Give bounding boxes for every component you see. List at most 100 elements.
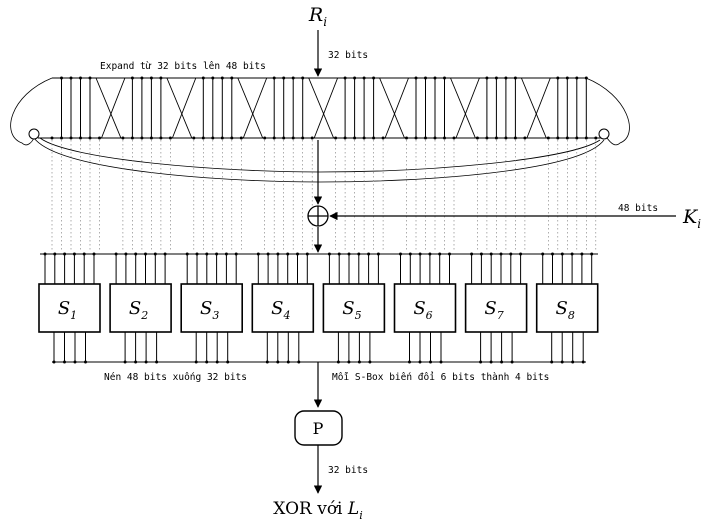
expansion-right-loop	[585, 77, 630, 146]
sbox-rect	[38, 283, 101, 333]
bit-dot	[337, 252, 341, 256]
bit-dot	[485, 76, 489, 80]
input-label: Ri	[308, 4, 327, 29]
bit-dot	[433, 136, 437, 140]
bit-dot	[556, 76, 560, 80]
bit-dot	[414, 136, 418, 140]
bit-dot	[205, 252, 209, 256]
bit-dot	[560, 252, 564, 256]
bit-dot	[286, 252, 290, 256]
bit-dot	[282, 76, 286, 80]
expansion-cross-wire	[171, 77, 197, 139]
bit-dot	[291, 136, 295, 140]
bit-dot	[130, 136, 134, 140]
expansion-cross-wire	[242, 77, 268, 139]
bit-dot	[63, 252, 67, 256]
sbox-4: S4	[251, 252, 315, 364]
wraparound-right-terminal	[598, 128, 610, 140]
sbox-1: S1	[38, 252, 101, 364]
bit-dot	[43, 252, 47, 256]
sbox-label: S8	[556, 298, 575, 322]
bit-dot	[130, 76, 134, 80]
bit-dot	[362, 76, 366, 80]
bit-dot	[60, 76, 63, 80]
bit-dot	[343, 136, 347, 140]
sbox-rect	[464, 283, 528, 333]
expansion-cross-wire	[237, 77, 264, 139]
bit-dot	[513, 136, 517, 140]
bit-dot	[376, 252, 380, 256]
bit-dot	[428, 252, 432, 256]
bit-dot	[82, 252, 86, 256]
bit-dot	[565, 136, 569, 140]
bit-dot	[69, 76, 73, 80]
sbox-7: S7	[464, 252, 528, 364]
expansion-cross-wire	[450, 77, 476, 139]
output-bits-label: 32 bits	[328, 465, 368, 476]
bit-dot	[272, 136, 276, 140]
expansion-permutation	[10, 76, 630, 183]
bit-dot	[399, 252, 402, 256]
bit-dot	[140, 136, 144, 140]
bit-dot	[452, 136, 456, 140]
sbox-rect	[109, 283, 172, 333]
dotted-bit-guides	[51, 140, 597, 252]
bit-dot	[263, 136, 267, 140]
bit-dot	[546, 136, 550, 140]
sbox-6: S6	[393, 252, 457, 364]
bit-dot	[575, 136, 579, 140]
bit-dot	[438, 252, 442, 256]
bit-dot	[405, 136, 408, 140]
bit-dot	[541, 252, 545, 256]
expansion-cross-wire	[308, 77, 335, 139]
bit-dot	[163, 252, 167, 256]
bit-dot	[301, 136, 305, 140]
bit-dot	[282, 136, 286, 140]
bit-dot	[301, 76, 305, 80]
bit-dot	[168, 136, 172, 140]
bit-dot	[408, 252, 412, 256]
bit-dot	[523, 136, 527, 140]
sbox-label: S5	[342, 298, 361, 322]
bit-dot	[291, 76, 295, 80]
bit-dot	[353, 136, 357, 140]
bit-dot	[88, 76, 92, 80]
wraparound-curve-outer	[33, 137, 605, 183]
bit-dot	[590, 252, 594, 256]
bit-dot	[372, 76, 376, 80]
sbox-label: S6	[413, 298, 432, 322]
bit-dot	[424, 136, 427, 140]
bit-dot	[224, 252, 228, 256]
sbox-label: S1	[58, 298, 77, 322]
bit-dot	[201, 76, 205, 80]
sbox-rect	[180, 283, 243, 333]
bit-dot	[485, 136, 489, 140]
bit-dot	[69, 136, 73, 140]
bit-dot	[121, 136, 125, 140]
bit-dot	[381, 136, 385, 140]
expand-label: Expand từ 32 bits lên 48 bits	[100, 61, 266, 72]
bit-dot	[159, 76, 163, 80]
bit-dot	[594, 136, 598, 140]
sbox-note-label: Mỗi S-Box biến đổi 6 bits thành 4 bits	[332, 372, 549, 383]
bit-dot	[475, 136, 479, 140]
bit-dot	[60, 136, 63, 140]
bit-dot	[414, 76, 418, 80]
bit-dot	[134, 252, 138, 256]
bit-dot	[79, 76, 82, 80]
key-label: Ki	[682, 206, 701, 231]
bit-dot	[230, 136, 234, 140]
expansion-left-loop	[10, 77, 53, 146]
bit-dot	[234, 252, 238, 256]
bit-dot	[509, 252, 513, 256]
bit-dot	[159, 136, 163, 140]
bit-dot	[504, 136, 508, 140]
bit-dot	[50, 136, 54, 140]
expansion-cross-wire	[313, 77, 339, 139]
bit-dot	[575, 76, 579, 80]
expansion-cross-wire	[101, 77, 126, 139]
bit-dot	[551, 252, 554, 256]
expansion-cross-wire	[520, 77, 547, 139]
